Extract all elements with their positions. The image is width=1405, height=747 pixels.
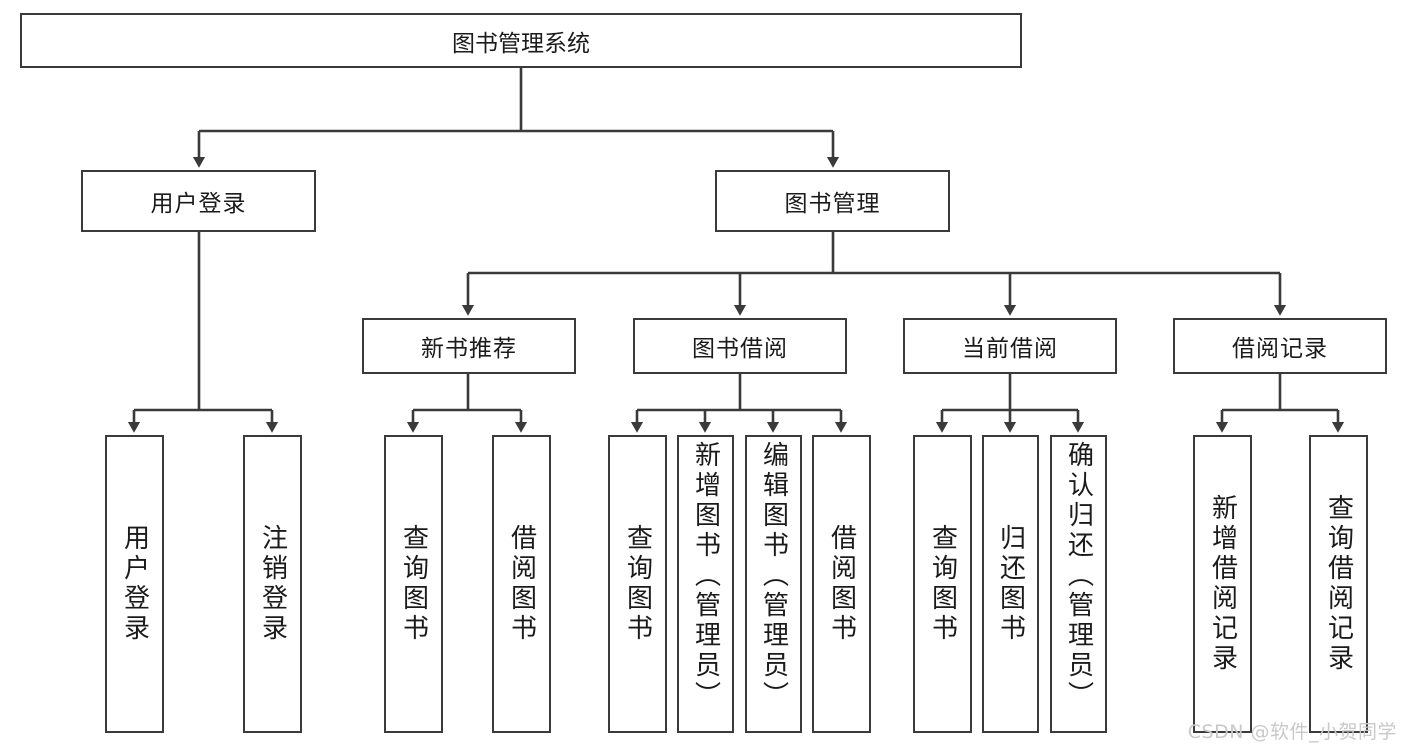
node-leaf-query-record[interactable]: 查询借阅记录	[1309, 435, 1368, 733]
node-leaf-borrow-book-2[interactable]: 借阅图书	[812, 435, 871, 733]
node-leaf-edit-book-label: 编辑图书（管理员）	[758, 441, 789, 711]
leaf-text-wrap: 用户登录	[107, 437, 162, 731]
leaf-text-wrap: 新增图书（管理员）	[679, 437, 732, 735]
node-current-borrow[interactable]: 当前借阅	[903, 318, 1117, 374]
node-leaf-query-record-label: 查询借阅记录	[1323, 494, 1354, 674]
node-leaf-return-book-label: 归还图书	[995, 524, 1026, 644]
csdn-watermark: CSDN @软件_小贺同学	[1187, 721, 1397, 743]
node-borrow-record-label: 借阅记录	[1232, 336, 1328, 362]
node-leaf-confirm-return[interactable]: 确认归还（管理员）	[1050, 435, 1107, 733]
leaf-text-wrap: 查询图书	[610, 437, 665, 731]
node-book-manage-label: 图书管理	[784, 191, 881, 217]
leaf-text-wrap: 查询图书	[386, 437, 441, 731]
leaf-text-wrap: 确认归还（管理员）	[1052, 437, 1105, 735]
node-leaf-add-record-label: 新增借阅记录	[1207, 494, 1238, 674]
node-leaf-logout-label: 注销登录	[257, 524, 288, 644]
node-borrow-record[interactable]: 借阅记录	[1173, 318, 1387, 374]
node-leaf-borrow-book-1-label: 借阅图书	[506, 524, 537, 644]
node-leaf-add-book-label: 新增图书（管理员）	[690, 441, 721, 711]
node-leaf-user-login-label: 用户登录	[119, 524, 150, 644]
node-leaf-borrow-book-2-label: 借阅图书	[826, 524, 857, 644]
node-book-borrow-label: 图书借阅	[692, 336, 788, 362]
node-root-system[interactable]: 图书管理系统	[20, 13, 1022, 68]
node-user-login-label: 用户登录	[150, 191, 247, 217]
node-leaf-query-book-1-label: 查询图书	[398, 524, 429, 644]
leaf-text-wrap: 借阅图书	[814, 437, 869, 731]
leaf-text-wrap: 查询图书	[915, 437, 970, 731]
node-user-login[interactable]: 用户登录	[81, 170, 316, 232]
node-leaf-query-book-3-label: 查询图书	[927, 524, 958, 644]
leaf-text-wrap: 借阅图书	[494, 437, 549, 731]
node-leaf-add-record[interactable]: 新增借阅记录	[1193, 435, 1252, 733]
leaf-text-wrap: 归还图书	[984, 437, 1037, 731]
leaf-text-wrap: 编辑图书（管理员）	[747, 437, 800, 735]
node-leaf-return-book[interactable]: 归还图书	[982, 435, 1039, 733]
node-leaf-query-book-3[interactable]: 查询图书	[913, 435, 972, 733]
node-current-borrow-label: 当前借阅	[962, 336, 1058, 362]
leaf-text-wrap: 注销登录	[245, 437, 300, 731]
node-leaf-query-book-2-label: 查询图书	[622, 524, 653, 644]
leaf-text-wrap: 新增借阅记录	[1195, 437, 1250, 731]
leaf-text-wrap: 查询借阅记录	[1311, 437, 1366, 731]
node-leaf-query-book-1[interactable]: 查询图书	[384, 435, 443, 733]
node-leaf-query-book-2[interactable]: 查询图书	[608, 435, 667, 733]
node-book-manage[interactable]: 图书管理	[715, 170, 950, 232]
node-leaf-edit-book[interactable]: 编辑图书（管理员）	[745, 435, 802, 733]
node-leaf-user-login[interactable]: 用户登录	[105, 435, 164, 733]
node-new-book-rec-label: 新书推荐	[421, 336, 517, 362]
node-root-system-label: 图书管理系统	[452, 30, 590, 57]
node-leaf-logout[interactable]: 注销登录	[243, 435, 302, 733]
node-leaf-add-book[interactable]: 新增图书（管理员）	[677, 435, 734, 733]
node-leaf-confirm-return-label: 确认归还（管理员）	[1063, 441, 1094, 711]
node-new-book-rec[interactable]: 新书推荐	[362, 318, 576, 374]
node-book-borrow[interactable]: 图书借阅	[633, 318, 847, 374]
node-leaf-borrow-book-1[interactable]: 借阅图书	[492, 435, 551, 733]
